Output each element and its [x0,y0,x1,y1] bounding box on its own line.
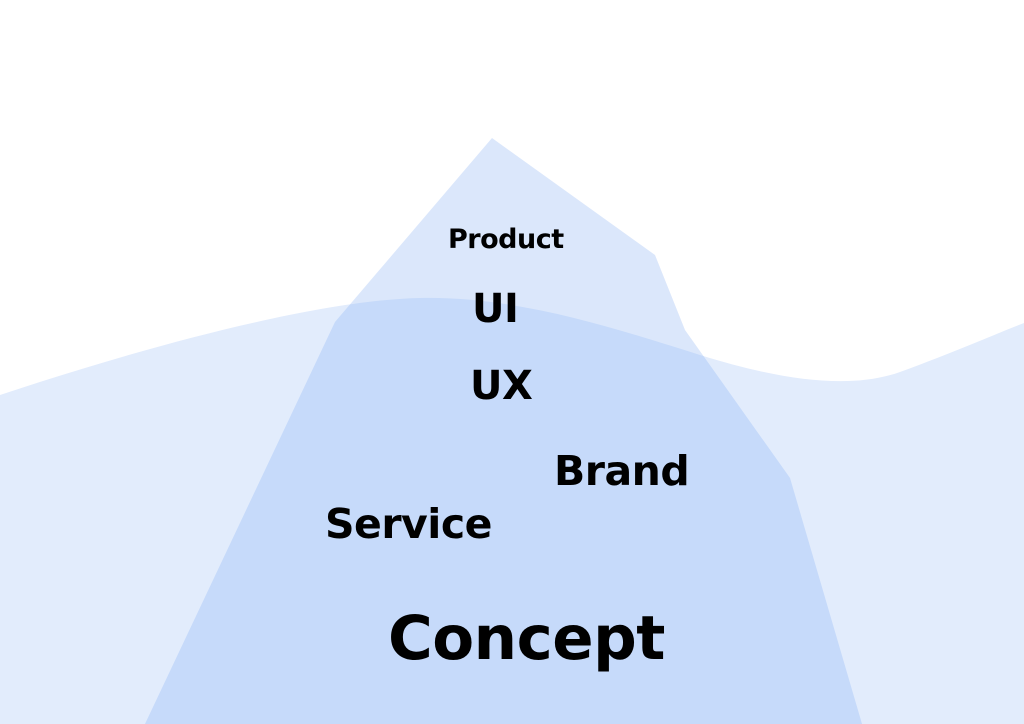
label-service: Service [325,500,492,548]
iceberg-submerged [145,297,862,724]
label-product: Product [448,224,564,255]
label-ui: UI [472,286,519,332]
label-brand: Brand [554,447,690,495]
label-ux: UX [470,363,533,409]
label-concept: Concept [388,603,665,674]
